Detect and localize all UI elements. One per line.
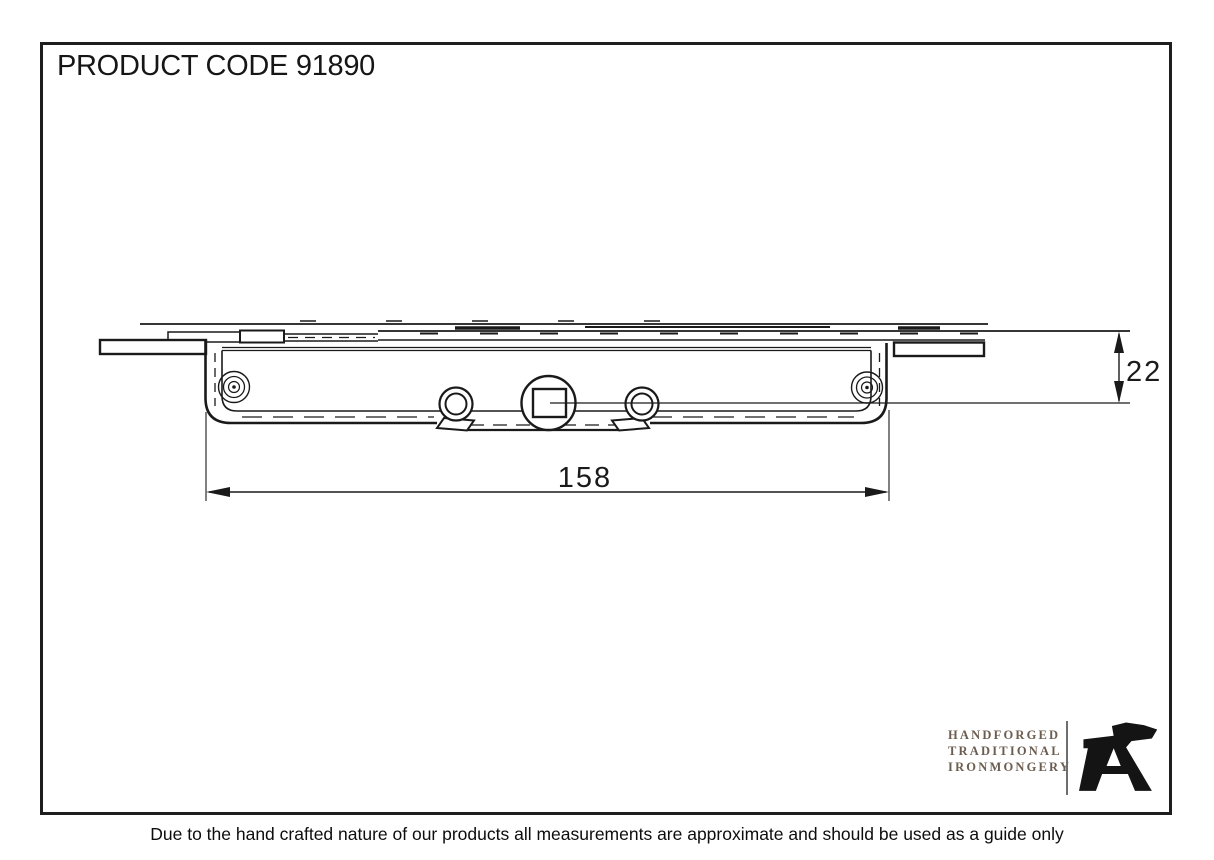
- disclaimer-text: Due to the hand crafted nature of our pr…: [150, 824, 1064, 844]
- anvil-logo-icon: [1079, 722, 1158, 791]
- width-dimension-label: 158: [558, 462, 612, 494]
- gearbox-profile-lines: [98, 320, 1130, 501]
- height-dimension-label: 22: [1126, 356, 1162, 388]
- left-rivet: [217, 370, 251, 404]
- width-dimension: [205, 410, 890, 501]
- brand-logo: HANDFORGED TRADITIONAL IRONMONGERY: [948, 716, 1168, 802]
- right-roller: [624, 386, 660, 422]
- height-dimension: [1114, 331, 1124, 403]
- spindle-square-hole: [531, 387, 568, 419]
- right-fixing-tab: [892, 341, 986, 358]
- drawing-frame-border: [40, 42, 1172, 815]
- right-rivet: [850, 371, 884, 404]
- logo-line-2: TRADITIONAL: [948, 744, 1062, 758]
- logo-line-1: HANDFORGED: [948, 728, 1061, 742]
- logo-divider: [1066, 721, 1068, 795]
- brand-logo-text: HANDFORGED TRADITIONAL IRONMONGERY: [948, 727, 1071, 775]
- product-code-title: PRODUCT CODE 91890: [57, 50, 376, 82]
- left-roller: [438, 386, 474, 422]
- left-fixing-tab: [98, 338, 208, 356]
- logo-line-3: IRONMONGERY: [948, 760, 1072, 774]
